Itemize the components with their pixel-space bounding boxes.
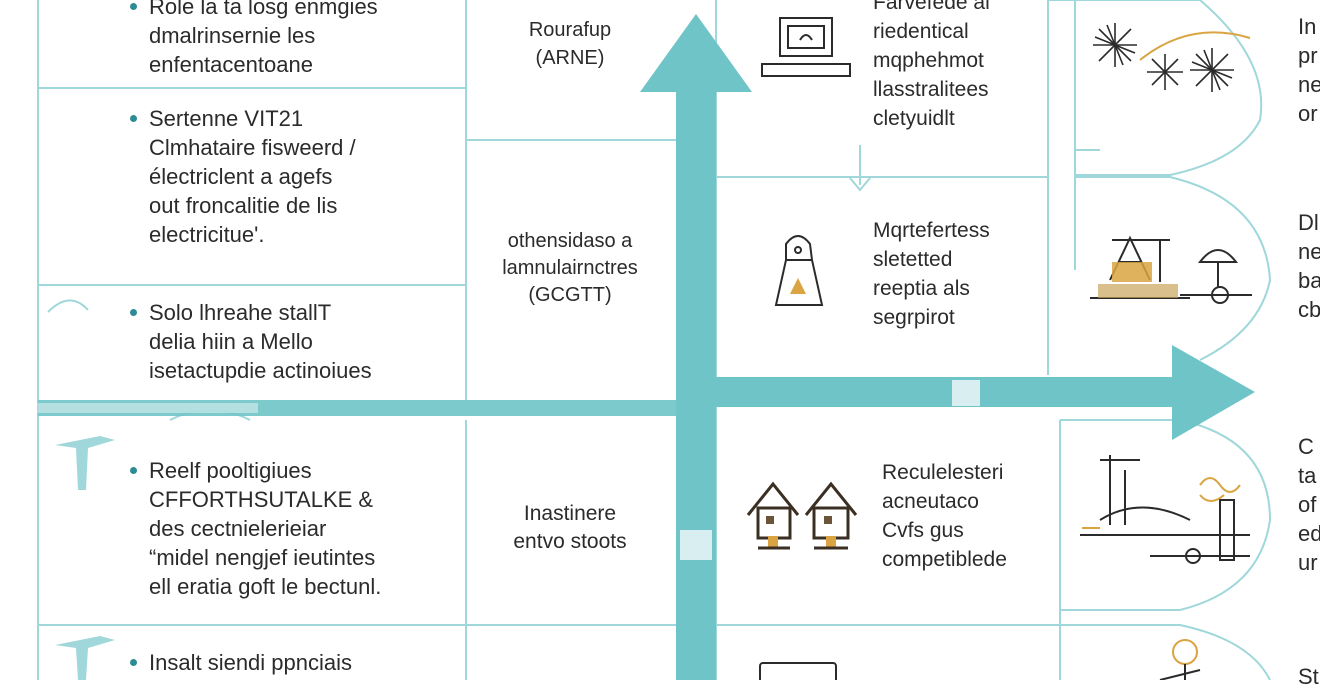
list-item: Solo lhreahe stallT delia hiin a Mello i… <box>130 298 372 385</box>
list-item: Role la ta losg enmgies dmalrinsernie le… <box>130 0 378 79</box>
bullet-icon <box>130 3 137 10</box>
left-item-text: Solo lhreahe stallT delia hiin a Mello i… <box>149 300 372 383</box>
list-item: Insalt siendi ppnciais <box>130 648 352 677</box>
houses-icon <box>746 481 858 550</box>
bullet-icon <box>130 309 137 316</box>
bullet-icon <box>130 467 137 474</box>
right-label: Reculelesteri acneutaco Cvfs gus competi… <box>882 461 1007 571</box>
edge-text: In pr ne or <box>1298 14 1320 126</box>
arrow-markers <box>38 380 980 560</box>
left-item-text: Sertenne VIT21 Clmhataire fisweerd / éle… <box>149 106 356 247</box>
tree-icon <box>55 436 115 680</box>
left-item-text: Role la ta losg enmgies dmalrinsernie le… <box>149 0 378 77</box>
power-plant-icon <box>1090 235 1252 304</box>
right-label: Farvefede al riedentical mqphehmot llass… <box>873 0 990 130</box>
edge-text: C ta of ed ur <box>1298 434 1320 575</box>
fireworks-icon <box>1093 23 1251 92</box>
laptop-icon-bottom <box>759 662 837 680</box>
list-item: Sertenne VIT21 Clmhataire fisweerd / éle… <box>130 104 356 249</box>
laptop-icon <box>761 17 851 77</box>
bullet-icon <box>130 115 137 122</box>
vertical-arrow <box>640 14 752 680</box>
lightbulb-icon <box>1159 639 1201 680</box>
edge-text: St <box>1298 664 1319 689</box>
left-item-text: Reelf pooltigiues CFFORTHSUTALKE & des c… <box>149 458 382 599</box>
edge-text: Dl ne ba cb <box>1298 210 1320 322</box>
right-label: Mqrtefertess sletetted reeptia als segrp… <box>873 219 990 329</box>
industrial-machine-icon <box>1080 455 1250 564</box>
list-item: Reelf pooltigiues CFFORTHSUTALKE & des c… <box>130 456 381 601</box>
middle-label: Rourafup (ARNE) <box>528 19 612 69</box>
middle-label: Inastinere entvo stoots <box>513 502 627 553</box>
bullet-icon <box>130 659 137 666</box>
grid-lines <box>37 0 1272 680</box>
middle-label: othensidaso a lamnulairnctres (GCGTT) <box>502 230 638 306</box>
lantern-icon <box>774 235 824 306</box>
left-item-text: Insalt siendi ppnciais <box>149 650 353 675</box>
